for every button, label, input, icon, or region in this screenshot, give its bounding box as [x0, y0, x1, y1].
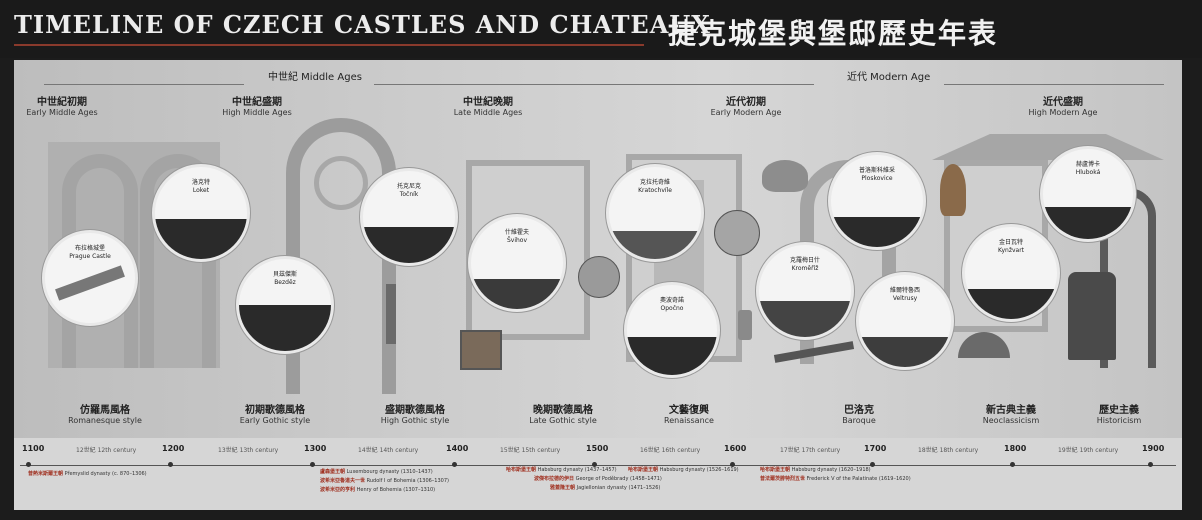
header: TIMELINE OF CZECH CASTLES AND CHATEAUX 捷…: [0, 0, 1202, 58]
year-label: 1900: [1142, 444, 1165, 453]
dynasty-entry: 波傑布拉德的伊日 George of Poděbrady (1458–1471): [534, 476, 662, 482]
svihov-castle-silhouette: [471, 279, 563, 309]
veltrusy-chateau-silhouette: [859, 337, 951, 367]
year-tick: [452, 462, 457, 467]
year-label: 1100: [22, 444, 45, 453]
monstrance-icon: [940, 164, 966, 216]
uniform-coat-icon: [1068, 272, 1116, 360]
dynasty-entry: 普法爾茨腓特烈五世 Frederick V of the Palatinate …: [760, 476, 911, 482]
year-label: 1200: [162, 444, 185, 453]
year-tick: [26, 462, 31, 467]
era-divider: [374, 84, 814, 85]
glove-icon: [738, 310, 752, 340]
bezdez-castle-silhouette: [239, 305, 331, 351]
hluboka-chateau-silhouette: [1043, 207, 1133, 239]
year-tick: [1010, 462, 1015, 467]
century-label: 15世紀 15th century: [500, 447, 561, 454]
era-label-modern-age: 近代 Modern Age: [847, 72, 931, 83]
page-title: TIMELINE OF CZECH CASTLES AND CHATEAUX: [14, 10, 711, 39]
century-label: 12世紀 12th century: [76, 447, 137, 454]
dynasty-entry: 盧森堡王朝 Luxembourg dynasty (1310–1437): [320, 469, 433, 475]
neoclassical-pediment-icon: [932, 134, 1164, 160]
year-tick: [310, 462, 315, 467]
dynasty-entry: 波希米亞魯道夫一世 Rudolf I of Bohemia (1306–1307…: [320, 478, 449, 484]
hand-fan-icon: [958, 332, 1010, 358]
opocno-chateau-silhouette: [627, 337, 717, 375]
dynasty-entry: 哈布斯堡王朝 Habsburg dynasty (1437–1457): [506, 467, 617, 473]
kynzvart-chateau-silhouette: [965, 289, 1057, 319]
year-tick: [730, 462, 735, 467]
era-divider: [44, 84, 244, 85]
dynasty-entry: 哈布斯堡王朝 Habsburg dynasty (1526–1619): [628, 467, 739, 473]
year-tick: [1148, 462, 1153, 467]
knight-statue-icon: [386, 284, 396, 344]
year-label: 1400: [446, 444, 469, 453]
year-label: 1600: [724, 444, 747, 453]
year-label: 1800: [1004, 444, 1027, 453]
century-label: 17世紀 17th century: [780, 447, 841, 454]
title-underline: [14, 44, 644, 46]
dynasty-entry: 哈布斯堡王朝 Habsburg dynasty (1620–1918): [760, 467, 871, 473]
kromeriz-chateau-silhouette: [759, 301, 851, 337]
gothic-trefoil-icon: [314, 156, 368, 210]
era-label-middle-ages: 中世紀 Middle Ages: [268, 72, 362, 83]
timeline-axis: [20, 465, 1176, 466]
century-label: 18世紀 18th century: [918, 447, 979, 454]
heraldic-painting-icon: [460, 330, 502, 370]
dynasty-entry: 雅蓋隆王朝 Jagiellonian dynasty (1471–1526): [550, 485, 661, 491]
year-tick: [592, 462, 597, 467]
century-label: 14世紀 14th century: [358, 447, 419, 454]
century-label: 16世紀 16th century: [640, 447, 701, 454]
loket-castle-silhouette: [155, 219, 247, 259]
page-title-chinese: 捷克城堡與堡邸歷史年表: [668, 17, 999, 50]
prague-castle-silhouette: [55, 265, 125, 301]
year-label: 1500: [586, 444, 609, 453]
century-label: 19世紀 19th century: [1058, 447, 1119, 454]
year-tick: [870, 462, 875, 467]
dynasty-entry: 普熱米斯爾王朝 Přemyslid dynasty (c. 870–1306): [28, 471, 147, 477]
kratochvile-chateau-silhouette: [609, 231, 701, 259]
century-label: 13世紀 13th century: [218, 447, 279, 454]
medallion-portrait-icon: [714, 210, 760, 256]
year-tick: [168, 462, 173, 467]
era-divider: [944, 84, 1164, 85]
year-label: 1700: [864, 444, 887, 453]
coin-portrait-icon: [578, 256, 620, 298]
hat-icon: [762, 160, 808, 192]
year-label: 1300: [304, 444, 327, 453]
tocnik-castle-silhouette: [363, 227, 455, 263]
ploskovice-chateau-silhouette: [831, 217, 923, 247]
year-timeline: 1100 1200 1300 1400 1500 1600 1700 1800 …: [14, 438, 1182, 510]
dynasty-entry: 波希米亞的亨利 Henry of Bohemia (1307–1310): [320, 487, 436, 493]
